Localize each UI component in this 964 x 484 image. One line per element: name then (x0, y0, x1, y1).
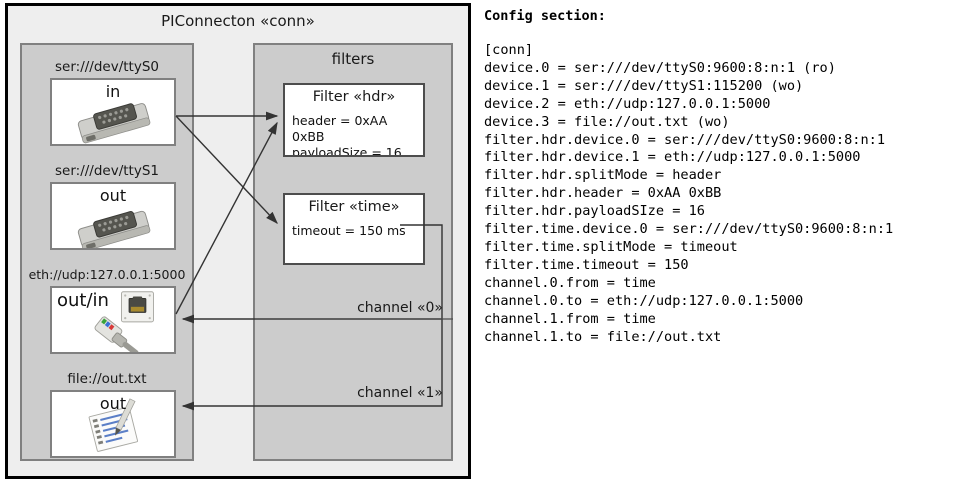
device-direction-eth: out/in (57, 290, 109, 311)
device-direction-file: out (99, 394, 127, 413)
filter-box-hdr[interactable]: Filter «hdr» header = 0xAA 0xBB payloadS… (283, 83, 425, 157)
config-heading: Config section: (484, 8, 606, 24)
filter-title-hdr: Filter «hdr» (312, 89, 396, 105)
ethernet-jack-icon (94, 291, 154, 352)
device-box-ttys1[interactable]: out (50, 182, 176, 250)
channel-label-0: channel «0» (357, 300, 443, 316)
serial-port-icon (77, 210, 151, 248)
device-box-file[interactable]: out (50, 390, 176, 458)
serial-port-icon (77, 103, 151, 144)
filter-attr: payloadSize = 16 (292, 145, 402, 157)
devices-panel: ser:///dev/ttyS0 in (20, 43, 194, 461)
filter-attr: timeout = 150 ms (292, 223, 406, 238)
device-label-eth: eth://udp:127.0.0.1:5000 (28, 267, 186, 282)
filter-attr: header = 0xAA 0xBB (292, 113, 388, 144)
filter-title-time: Filter «time» (308, 199, 400, 215)
filter-attrs-time: timeout = 150 ms (292, 223, 406, 239)
device-label-ttys1: ser:///dev/ttyS1 (55, 163, 159, 179)
filter-attrs-hdr: header = 0xAA 0xBB payloadSize = 16 (292, 113, 423, 157)
config-text: [conn] device.0 = ser:///dev/ttyS0:9600:… (484, 42, 894, 345)
device-direction-ttys1: out (99, 186, 127, 205)
device-label-ttys0: ser:///dev/ttyS0 (55, 59, 159, 75)
device-box-ttys0[interactable]: in (50, 78, 176, 146)
filter-box-time[interactable]: Filter «time» timeout = 150 ms (283, 193, 425, 265)
device-direction-ttys0: in (105, 82, 121, 101)
config-section: Config section: [conn] device.0 = ser://… (482, 0, 964, 484)
device-label-file: file://out.txt (67, 371, 147, 387)
channel-label-1: channel «1» (357, 385, 443, 401)
diagram-title: PIConnecton «conn» (161, 12, 315, 30)
filters-panel-title: filters (331, 50, 375, 68)
device-box-eth[interactable]: out/in (50, 286, 176, 354)
text-file-icon (88, 398, 139, 452)
filters-panel: filters Filter «hdr» header = 0xAA 0xBB … (253, 43, 453, 461)
connector-component-diagram: PIConnecton «conn» ser:///dev/ttyS0 in (5, 3, 471, 479)
